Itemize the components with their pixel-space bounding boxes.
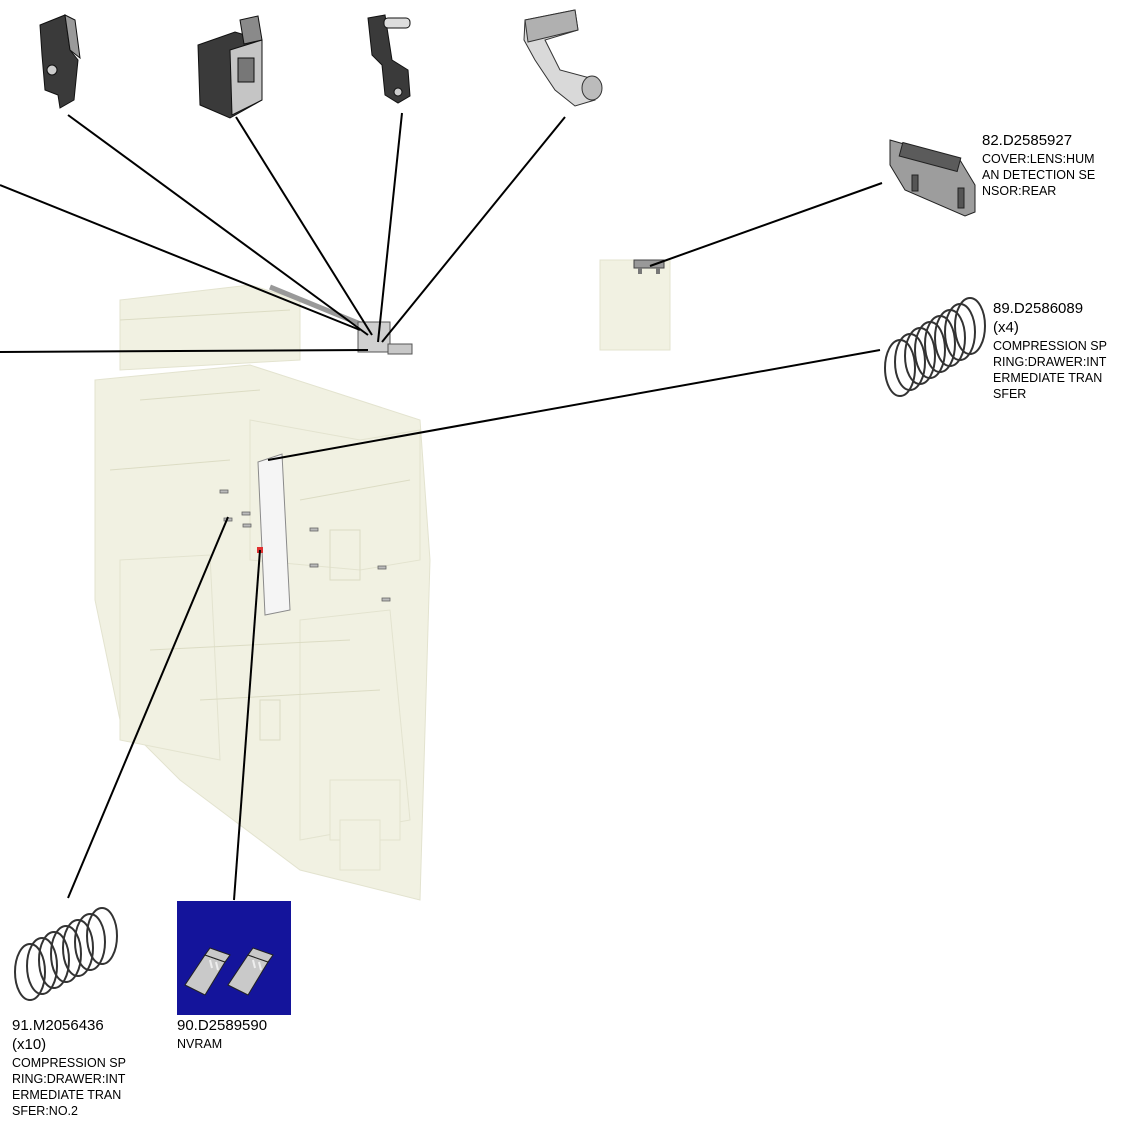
- shaft-assembly: [269, 284, 413, 355]
- main-assembly-ghost: [94, 259, 671, 901]
- part-91-label: 91.M2056436 (x10) COMPRESSION SP RING:DR…: [12, 1017, 126, 1120]
- leader-lines: [0, 112, 883, 901]
- part-number: 89.D2586089: [993, 300, 1084, 317]
- part-91-spring: [14, 907, 118, 1001]
- part-quantity: (x10): [12, 1035, 47, 1053]
- part-number: 91.M2056436: [12, 1017, 104, 1034]
- top-part-bracket: [39, 14, 81, 109]
- assembly-detail-ghost: [109, 309, 411, 741]
- part-quantity: (x4): [993, 318, 1019, 336]
- top-part-housing: [197, 15, 263, 119]
- part-description: NVRAM: [177, 1036, 223, 1051]
- part-82-lens-cover: [889, 139, 976, 217]
- part-number: 82.D2585927: [982, 132, 1073, 149]
- top-part-arm: [367, 14, 411, 104]
- part-82-label: 82.D2585927 COVER:LENS:HUM AN DETECTION …: [982, 132, 1095, 200]
- part-description: COMPRESSION SP RING:DRAWER:INT ERMEDIATE…: [993, 338, 1107, 402]
- part-description: COMPRESSION SP RING:DRAWER:INT ERMEDIATE…: [12, 1055, 126, 1119]
- sensor-mount: [633, 259, 665, 274]
- part-number: 90.D2589590: [177, 1017, 268, 1034]
- part-90-label: 90.D2589590 NVRAM: [177, 1017, 267, 1052]
- part-89-spring: [884, 297, 986, 397]
- part-90-nvram: [177, 901, 291, 1015]
- part-description: COVER:LENS:HUM AN DETECTION SE NSOR:REAR: [982, 151, 1096, 199]
- part-89-label: 89.D2586089 (x4) COMPRESSION SP RING:DRA…: [993, 300, 1107, 403]
- top-part-lever: [523, 9, 603, 107]
